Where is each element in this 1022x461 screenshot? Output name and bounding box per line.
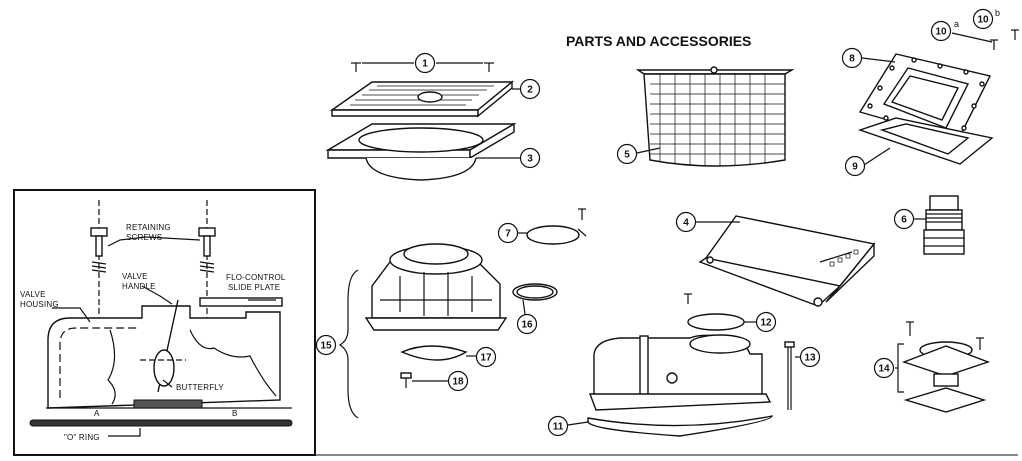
svg-text:16: 16	[521, 320, 533, 331]
valve-inset: RETAINING SCREWS VALVE HANDLE VALVE HOUS…	[13, 189, 316, 456]
label-retaining-screws-1: RETAINING	[126, 223, 171, 232]
part-5-basket	[635, 66, 795, 167]
svg-text:14: 14	[878, 364, 890, 375]
label-a: A	[94, 409, 100, 418]
part-9-gasket	[857, 117, 994, 166]
callout-1: 1	[414, 52, 436, 74]
label-b: B	[232, 409, 238, 418]
svg-text:15: 15	[320, 341, 332, 352]
callout-4: 4	[675, 211, 697, 233]
callout-6: 6	[893, 208, 915, 230]
label-valve-handle-1: VALVE	[122, 272, 148, 281]
part-6-fitting	[914, 195, 965, 255]
callout-11: 11	[547, 415, 569, 437]
diagram-title: PARTS AND ACCESSORIES	[566, 33, 751, 49]
label-valve-handle-2: HANDLE	[122, 282, 156, 291]
skimmer-body	[588, 334, 772, 411]
callout-10b: 10 b	[972, 8, 1000, 30]
part-17-plate	[400, 345, 476, 361]
callout-14: 14	[873, 357, 895, 379]
part-15-valve-assembly	[338, 243, 508, 419]
svg-text:4: 4	[683, 218, 689, 229]
part-4-weir	[696, 215, 876, 307]
svg-text:8: 8	[849, 54, 855, 65]
svg-text:b: b	[995, 8, 1000, 18]
retaining-screw-left	[90, 200, 108, 322]
callout-18: 18	[447, 370, 469, 392]
callout-13: 13	[799, 346, 821, 368]
callout-15: 15	[315, 334, 337, 356]
part-12-plate	[684, 293, 756, 331]
o-ring	[29, 419, 293, 427]
callout-16: 16	[516, 313, 538, 335]
callout-8: 8	[841, 47, 863, 69]
callout-12: 12	[755, 311, 777, 333]
svg-text:1: 1	[422, 59, 428, 70]
callout-2: 2	[519, 78, 541, 100]
label-butterfly: BUTTERFLY	[176, 383, 224, 392]
svg-text:18: 18	[452, 377, 464, 388]
svg-text:7: 7	[505, 229, 511, 240]
svg-text:10: 10	[977, 15, 989, 26]
svg-text:2: 2	[527, 85, 533, 96]
part-16-o-ring	[512, 283, 558, 315]
part-18-screw	[400, 372, 448, 388]
label-valve-housing-1: VALVE	[20, 290, 46, 299]
label-o-ring: "O" RING	[64, 433, 100, 442]
svg-text:17: 17	[480, 353, 492, 364]
svg-text:10: 10	[935, 27, 947, 38]
part-7-plate	[517, 208, 587, 245]
callout-7: 7	[497, 222, 519, 244]
part-1-screws	[351, 62, 494, 72]
svg-text:13: 13	[804, 353, 816, 364]
part-2-lid	[329, 80, 520, 118]
part-13-bolt	[784, 341, 800, 410]
callout-10a: 10 a	[930, 19, 959, 42]
svg-text:9: 9	[852, 162, 858, 173]
part-3-deck-ring	[325, 122, 520, 181]
part-10-screws	[951, 29, 1019, 50]
label-flo-control-2: SLIDE PLATE	[228, 283, 280, 292]
butterfly	[140, 349, 186, 387]
label-flo-control-1: FLO-CONTROL	[226, 273, 286, 282]
svg-text:6: 6	[901, 215, 907, 226]
callout-3: 3	[519, 147, 541, 169]
part-11-gasket	[567, 415, 773, 437]
svg-text:11: 11	[553, 422, 564, 433]
svg-text:3: 3	[527, 154, 533, 165]
part-14-assembly	[895, 321, 991, 413]
svg-text:12: 12	[760, 318, 772, 329]
svg-text:5: 5	[624, 150, 630, 161]
label-retaining-screws-2: SCREWS	[126, 233, 162, 242]
callout-9: 9	[844, 155, 866, 177]
callout-17: 17	[475, 346, 497, 368]
svg-text:a: a	[954, 19, 959, 29]
callout-5: 5	[616, 143, 638, 165]
label-valve-housing-2: HOUSING	[20, 300, 59, 309]
